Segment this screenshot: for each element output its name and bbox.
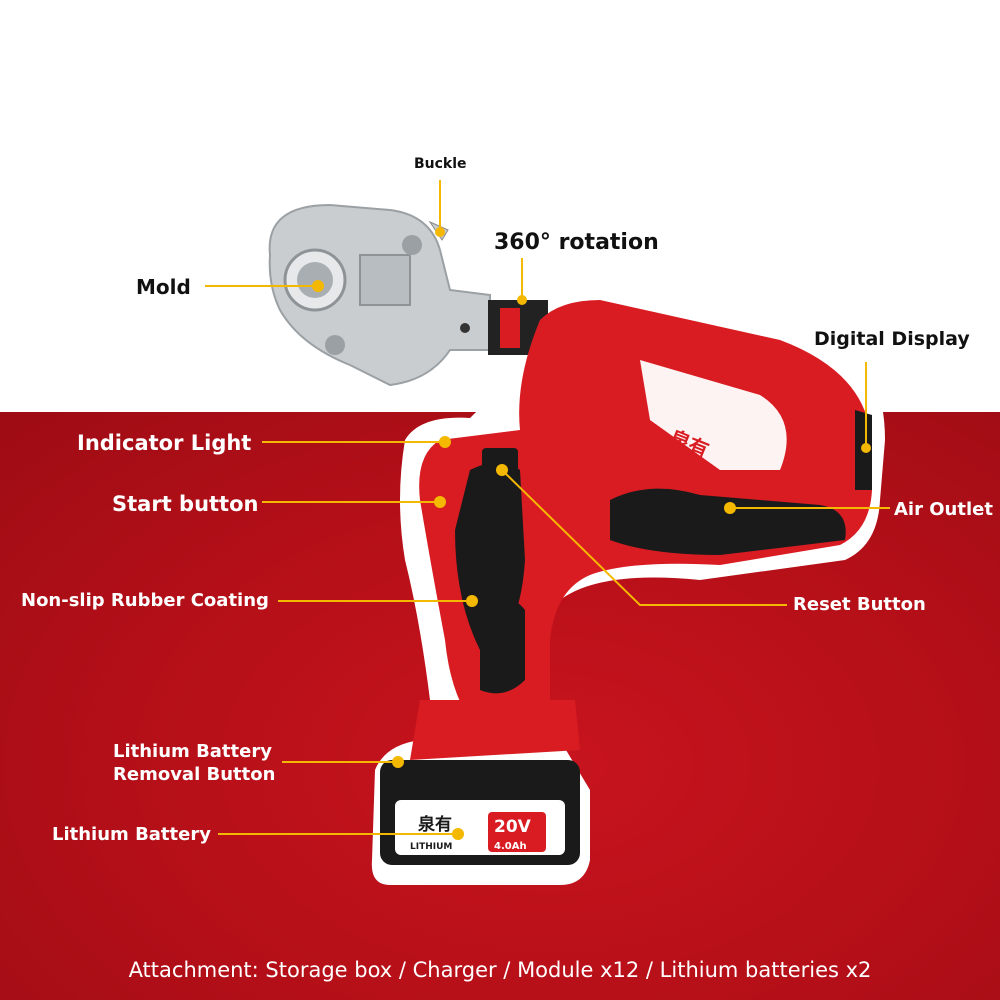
battery-type-text: LITHIUM xyxy=(410,842,452,852)
label-lithium-battery: Lithium Battery xyxy=(52,824,211,845)
collar-badge xyxy=(500,308,520,348)
callout-reset xyxy=(501,469,787,606)
battery-voltage-text: 20V xyxy=(494,817,532,837)
label-battery-removal-2: Removal Button xyxy=(113,764,276,785)
label-indicator-light: Indicator Light xyxy=(77,431,252,455)
label-start-button: Start button xyxy=(112,492,259,516)
label-digital-display: Digital Display xyxy=(814,328,970,350)
label-reset-button: Reset Button xyxy=(793,594,926,615)
battery-pack xyxy=(380,700,580,865)
battery-capacity-text: 4.0Ah xyxy=(494,841,527,852)
battery-brand-text: 泉有 xyxy=(417,814,452,835)
crimp-head xyxy=(268,203,491,387)
label-buckle: Buckle xyxy=(414,156,467,172)
attachment-caption: Attachment: Storage box / Charger / Modu… xyxy=(128,958,872,982)
label-mold: Mold xyxy=(136,275,191,299)
label-non-slip: Non-slip Rubber Coating xyxy=(21,590,269,611)
label-air-outlet: Air Outlet xyxy=(894,499,993,520)
callout-lines xyxy=(205,180,890,835)
label-battery-removal-1: Lithium Battery xyxy=(113,741,272,762)
label-rotation: 360° rotation xyxy=(494,230,659,255)
tool-body xyxy=(419,300,872,720)
callout-dots xyxy=(312,227,871,840)
